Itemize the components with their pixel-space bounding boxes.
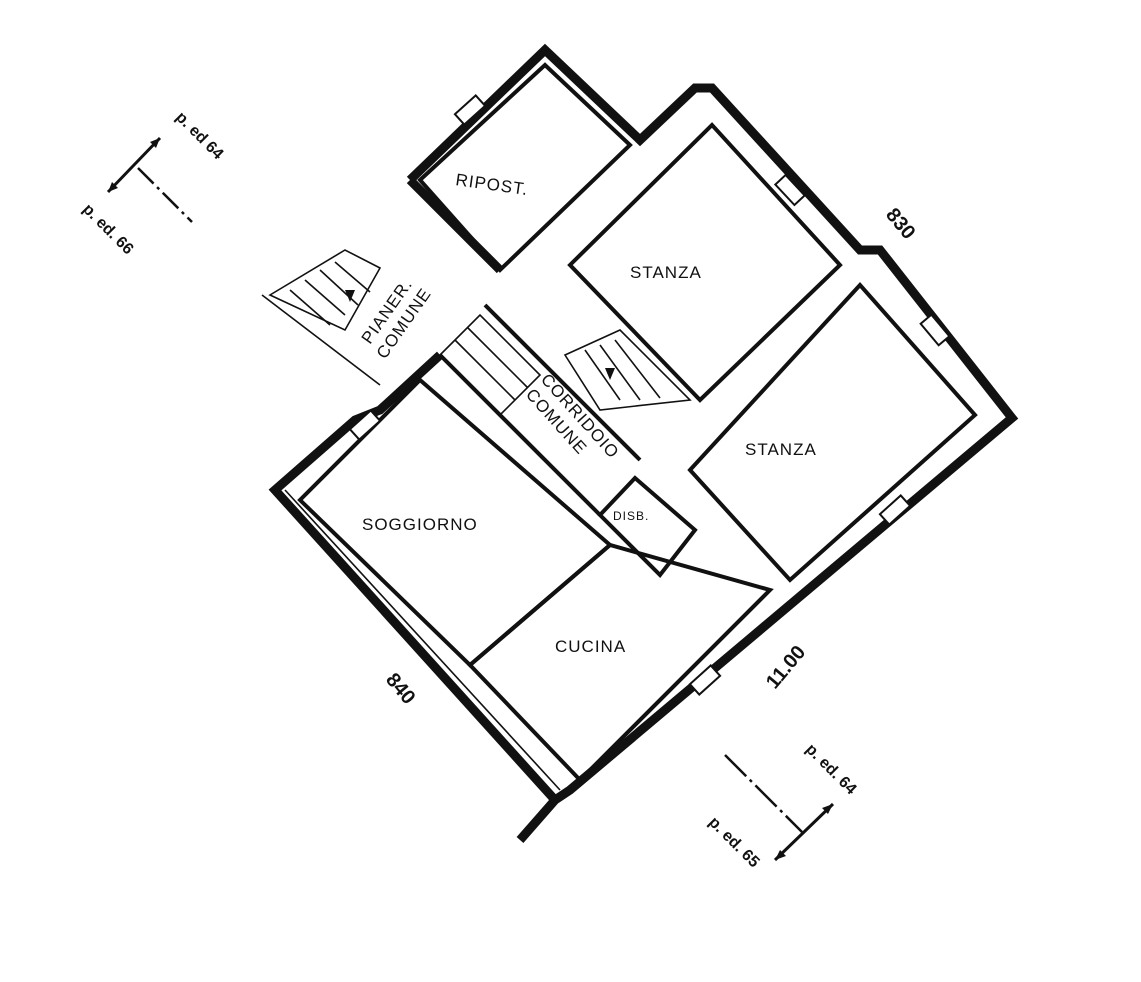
room-stanza-2 (687, 282, 978, 583)
stairs-corridoio (438, 313, 542, 417)
label-ripostiglio: RIPOST. (454, 170, 529, 199)
parcel-ref-top-a: p. ed 64 (172, 109, 226, 163)
label-disimpegno: DISB. (613, 509, 649, 523)
parcel-ref-bottom-a: p. ed. 64 (802, 741, 859, 798)
dimension-840: 840 (381, 669, 419, 709)
dimension-1100: 11.00 (762, 642, 810, 694)
room-stanza-1 (567, 122, 843, 403)
windows (348, 94, 951, 696)
parcel-marker-top-left (106, 136, 193, 223)
label-cucina: CUCINA (555, 637, 626, 656)
room-disimpegno (597, 475, 698, 579)
parcel-marker-bottom-right (724, 754, 835, 862)
label-soggiorno: SOGGIORNO (362, 515, 478, 534)
stairs-internal (563, 329, 692, 411)
label-stanza-1: STANZA (630, 263, 702, 282)
stairs-pianerottolo (268, 249, 382, 332)
parcel-ref-bottom-b: p. ed. 65 (705, 814, 762, 871)
label-stanza-2: STANZA (745, 440, 817, 459)
room-ripostiglio (417, 62, 633, 273)
room-cucina (467, 542, 774, 783)
parcel-ref-top-b: p. ed. 66 (79, 201, 136, 258)
dimension-830: 830 (881, 204, 919, 244)
